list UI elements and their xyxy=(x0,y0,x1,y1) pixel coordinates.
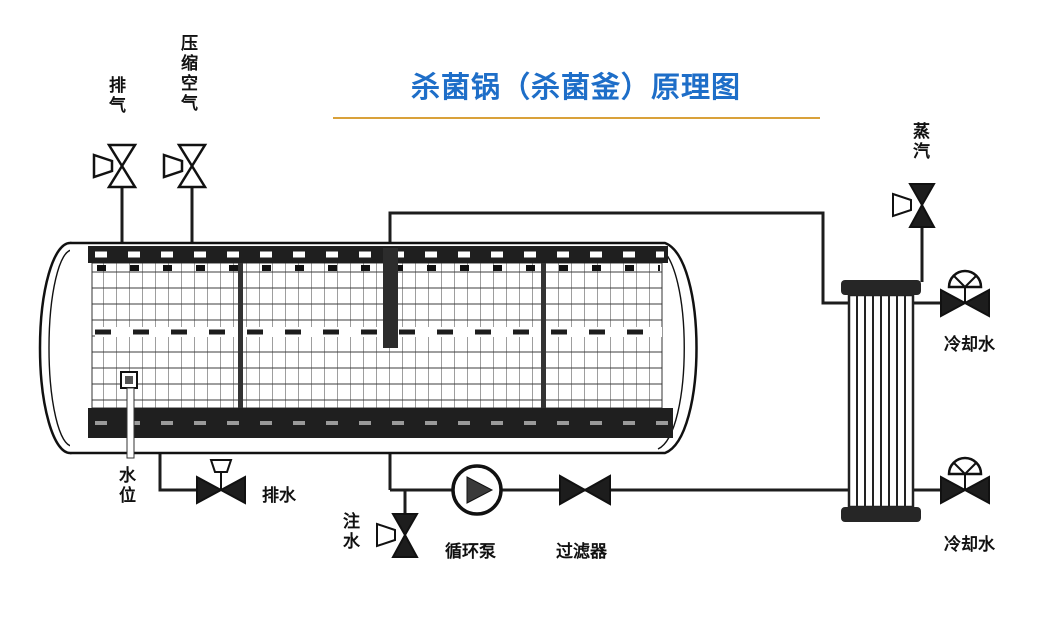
water-level-gauge-mark xyxy=(125,376,133,384)
sterilizer-vessel xyxy=(38,241,698,459)
vessel-bottom-band xyxy=(88,408,673,438)
label-cooling-water-top: 冷却水 xyxy=(944,335,995,354)
label-exhaust: 排气 xyxy=(106,76,125,116)
water-level-tube xyxy=(126,387,135,459)
heat-exchanger-top-flange xyxy=(841,280,921,295)
label-water-level: 水位 xyxy=(116,466,135,506)
label-cooling-water-bottom: 冷却水 xyxy=(944,535,995,554)
label-circulation-pump: 循环泵 xyxy=(445,542,496,561)
basket-divider xyxy=(541,263,546,408)
compressed-air-valve-icon xyxy=(162,143,208,189)
label-steam: 蒸汽 xyxy=(910,122,929,162)
title-underline xyxy=(333,117,820,119)
label-drain: 排水 xyxy=(262,486,296,505)
filter-icon xyxy=(559,474,611,506)
label-compressed-air: 压缩空气 xyxy=(178,34,197,114)
vessel-top-band xyxy=(88,246,668,263)
water-inlet-valve-icon xyxy=(376,513,419,558)
page-title: 杀菌锅（杀菌釜）原理图 xyxy=(410,72,741,104)
label-filter: 过滤器 xyxy=(556,542,607,561)
heat-exchanger-plates xyxy=(856,295,906,507)
drain-valve-icon xyxy=(196,459,246,505)
heat-exchanger-bottom-flange xyxy=(841,507,921,522)
top-circulation-pipe xyxy=(388,211,851,305)
cooling-water-valve-top-icon xyxy=(940,269,990,318)
circulation-pump-icon xyxy=(451,464,503,516)
label-water-inlet: 注水 xyxy=(340,512,359,552)
drain-pipe xyxy=(158,445,199,492)
basket-divider xyxy=(238,263,243,408)
steam-valve-icon xyxy=(892,183,936,228)
cooling-water-valve-bottom-icon xyxy=(940,456,990,505)
spray-inlet-pipe xyxy=(383,248,398,348)
heat-exchanger xyxy=(841,280,921,522)
exhaust-valve-icon xyxy=(92,143,138,189)
